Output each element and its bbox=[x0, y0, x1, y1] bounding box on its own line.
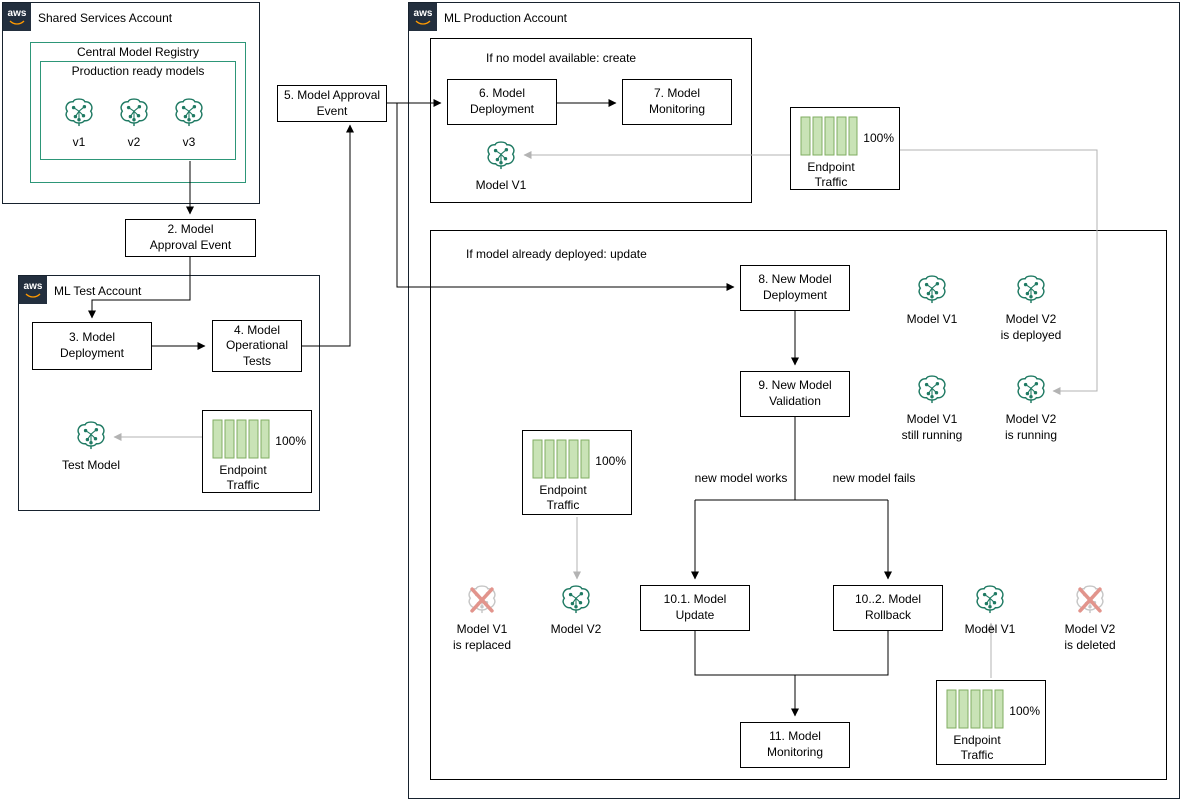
aws-logo-icon: aws bbox=[19, 276, 47, 304]
model-v1-label: Model V1 bbox=[475, 178, 527, 192]
endpoint-traffic-update: 100% Endpoint Traffic bbox=[522, 430, 632, 515]
model-v2-running-group: Model V2 is running bbox=[986, 372, 1076, 443]
model-v2-new-group: Model V2 bbox=[531, 582, 621, 638]
aws-logo-text: aws bbox=[23, 281, 43, 292]
step-6-model-deployment: 6. Model Deployment bbox=[447, 79, 557, 125]
registry-model-v2: v2 bbox=[96, 95, 172, 151]
aws-smile-icon bbox=[25, 293, 41, 298]
branch-label-new-model-fails: new model fails bbox=[832, 471, 916, 485]
model-v2-brain-icon bbox=[558, 582, 594, 618]
traffic-percent: 100% bbox=[1009, 704, 1040, 718]
traffic-bars-icon bbox=[946, 689, 1004, 729]
create-section-title: If no model available: create bbox=[486, 51, 637, 65]
model-v1-deployed-group: Model V1 bbox=[887, 272, 977, 328]
central-model-registry-box: Central Model Registry bbox=[30, 42, 246, 183]
model-v2-label: Model V2 bbox=[550, 622, 602, 636]
endpoint-traffic-create: 100% Endpoint Traffic bbox=[790, 107, 900, 190]
endpoint-traffic-test: 100% Endpoint Traffic bbox=[202, 410, 312, 493]
model-v1-replaced-crossed-icon bbox=[464, 582, 500, 618]
step-2-model-approval-event: 2. Model Approval Event bbox=[125, 219, 256, 257]
test-model-label: Test Model bbox=[61, 458, 121, 472]
traffic-percent: 100% bbox=[275, 434, 306, 448]
aws-logo-icon: aws bbox=[3, 3, 31, 31]
traffic-bars-icon bbox=[212, 419, 270, 459]
aws-smile-icon bbox=[415, 20, 431, 25]
model-v1-still-running-group: Model V1 still running bbox=[887, 372, 977, 443]
model-v1-replaced-group: Model V1 is replaced bbox=[437, 582, 527, 653]
model-v2-deleted-group: Model V2 is deleted bbox=[1045, 582, 1135, 653]
endpoint-traffic-label: Endpoint Traffic bbox=[219, 463, 267, 492]
endpoint-traffic-label: Endpoint Traffic bbox=[953, 733, 1001, 762]
step-10-1-model-update: 10.1. Model Update bbox=[640, 585, 750, 631]
model-v1-brain-icon bbox=[483, 138, 519, 174]
traffic-percent: 100% bbox=[595, 454, 626, 468]
update-section-title: If model already deployed: update bbox=[466, 247, 647, 261]
x-mark-icon bbox=[470, 587, 494, 613]
model-brain-icon bbox=[171, 95, 207, 131]
shared-services-account-container: aws Shared Services Account bbox=[2, 2, 260, 204]
model-v1-still-running-label: Model V1 still running bbox=[901, 412, 963, 442]
step-7-model-monitoring: 7. Model Monitoring bbox=[622, 79, 732, 125]
model-v1-label: Model V1 bbox=[906, 312, 958, 326]
registry-model-v3: v3 bbox=[151, 95, 227, 151]
account-header: aws ML Test Account bbox=[19, 276, 141, 304]
aws-logo-text: aws bbox=[413, 8, 433, 19]
account-title: ML Test Account bbox=[54, 284, 142, 298]
model-version-label: v3 bbox=[182, 135, 196, 149]
traffic-bars-icon bbox=[532, 439, 590, 479]
step-8-new-model-deployment: 8. New Model Deployment bbox=[740, 265, 850, 311]
branch-label-new-model-works: new model works bbox=[694, 471, 788, 485]
model-v2-brain-icon bbox=[1013, 372, 1049, 408]
model-v1-label: Model V1 bbox=[964, 622, 1016, 636]
endpoint-traffic-rollback: 100% Endpoint Traffic bbox=[936, 680, 1046, 765]
account-header: aws ML Production Account bbox=[409, 3, 567, 31]
model-version-label: v1 bbox=[72, 135, 86, 149]
test-model-brain-icon bbox=[73, 418, 109, 454]
model-v2-running-label: Model V2 is running bbox=[1004, 412, 1058, 442]
registry-subtitle: Production ready models bbox=[71, 64, 205, 78]
endpoint-traffic-label: Endpoint Traffic bbox=[539, 483, 587, 512]
x-mark-icon bbox=[1078, 587, 1102, 613]
registry-model-v1: v1 bbox=[41, 95, 117, 151]
endpoint-traffic-label: Endpoint Traffic bbox=[807, 160, 855, 189]
account-header: aws Shared Services Account bbox=[3, 3, 172, 31]
test-model-icon-group: Test Model bbox=[53, 418, 129, 474]
aws-logo-text: aws bbox=[7, 8, 27, 19]
registry-title: Central Model Registry bbox=[76, 45, 200, 59]
model-brain-icon bbox=[116, 95, 152, 131]
model-v2-deployed-group: Model V2 is deployed bbox=[986, 272, 1076, 343]
model-v1-rollback-group: Model V1 bbox=[945, 582, 1035, 638]
step-10-2-model-rollback: 10..2. Model Rollback bbox=[833, 585, 943, 631]
model-v1-brain-icon bbox=[914, 272, 950, 308]
model-brain-icon bbox=[61, 95, 97, 131]
account-title: ML Production Account bbox=[444, 11, 567, 25]
aws-smile-icon bbox=[9, 20, 25, 25]
production-ready-models-box: Production ready models bbox=[40, 61, 236, 160]
traffic-bars-icon bbox=[800, 116, 858, 156]
account-title: Shared Services Account bbox=[38, 11, 173, 25]
model-v2-deleted-crossed-icon bbox=[1072, 582, 1108, 618]
step-9-new-model-validation: 9. New Model Validation bbox=[740, 371, 850, 417]
model-v2-brain-icon bbox=[1013, 272, 1049, 308]
model-v1-brain-icon bbox=[914, 372, 950, 408]
model-v2-deployed-label: Model V2 is deployed bbox=[1000, 312, 1062, 342]
create-model-v1-group: Model V1 bbox=[463, 138, 539, 194]
step-5-model-approval-event: 5. Model Approval Event bbox=[277, 85, 387, 122]
step-3-model-deployment: 3. Model Deployment bbox=[32, 322, 152, 370]
step-11-model-monitoring: 11. Model Monitoring bbox=[740, 722, 850, 768]
model-v2-deleted-label: Model V2 is deleted bbox=[1064, 622, 1116, 652]
model-version-label: v2 bbox=[127, 135, 141, 149]
traffic-percent: 100% bbox=[863, 131, 894, 145]
aws-logo-icon: aws bbox=[409, 3, 437, 31]
step-4-model-operational-tests: 4. Model Operational Tests bbox=[212, 320, 302, 372]
model-v1-replaced-label: Model V1 is replaced bbox=[452, 622, 512, 652]
model-v1-brain-icon bbox=[972, 582, 1008, 618]
